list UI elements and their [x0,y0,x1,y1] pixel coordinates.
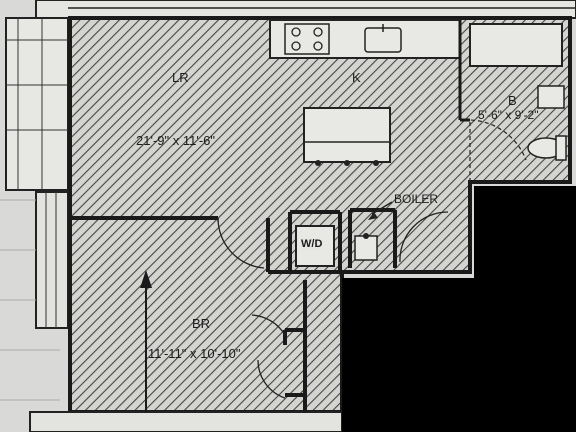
kitchen-island [303,107,391,166]
exterior-balcony [5,17,69,191]
bath-label: B [508,93,517,108]
kitchen-counter [269,19,461,59]
kitchen-sink [364,24,402,53]
exterior-wall-bottom [29,411,343,432]
boiler-label: BOILER [394,192,439,206]
stove [284,23,330,55]
bedroom-dimensions: 11'-11" x 10'-10" [148,346,241,361]
bath-dimensions: 5'-6" x 9'-2" [478,108,539,122]
door-swings [217,211,449,399]
washer-dryer-label: W/D [300,238,324,250]
exterior-wall-strip-left [35,191,69,329]
living-room-label: LR [172,70,189,85]
interior-walls [70,208,397,412]
exterior-wall-top [35,0,576,19]
bathtub [469,23,563,67]
margin-grid [0,199,60,401]
bedroom-label: BR [192,316,211,331]
redacted-area [342,186,576,432]
boiler-unit [354,233,378,261]
living-room-dimensions: 21'-9" x 11'-6" [136,133,215,148]
bath-vanity [537,85,565,109]
bedroom-arrow [140,270,152,412]
kitchen-label: K [352,70,361,85]
boiler-leader [368,201,393,220]
bathroom [458,20,567,182]
bath-door-swing [469,119,527,182]
